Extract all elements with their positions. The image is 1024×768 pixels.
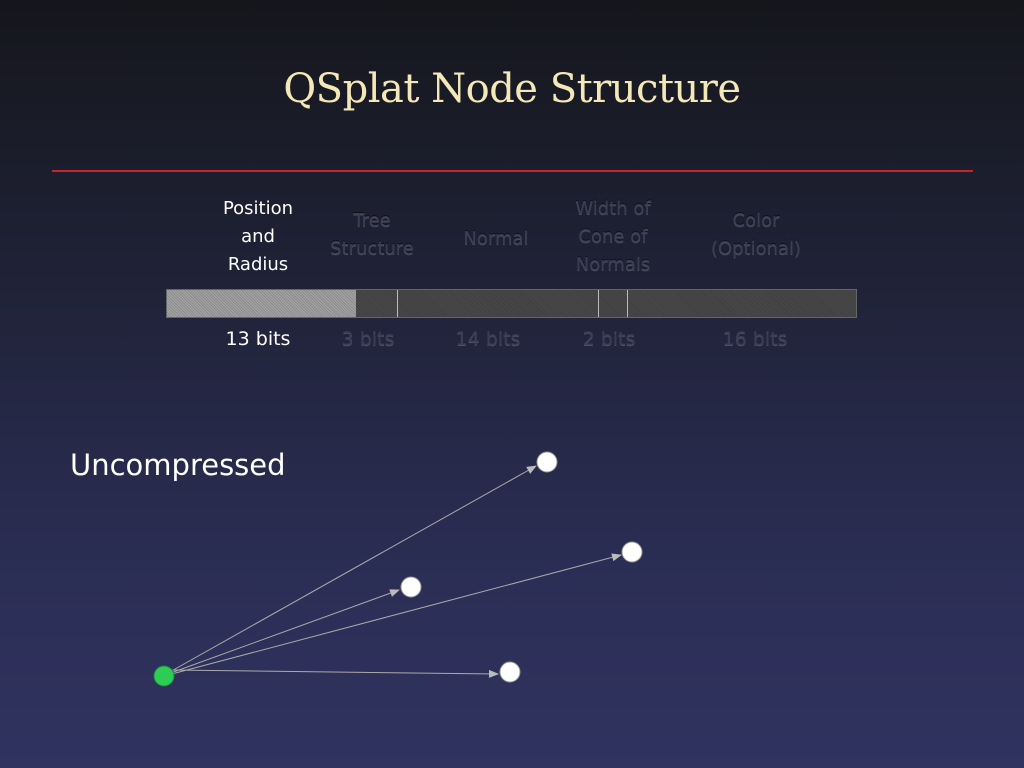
segment-divider [397,290,398,317]
bits-normal: 14 bits [455,328,521,350]
bits-cone-width: 2 bits [582,328,636,350]
field-label-normal: Normal [436,225,556,253]
pointer-arrow [167,589,400,675]
segment-position-radius [167,290,356,317]
bits-position-radius: 13 bits [225,328,291,350]
label-line: Width of [575,198,651,219]
title-divider [52,170,973,172]
field-label-position-radius: Position and Radius [198,195,318,279]
bits-tree-structure: 3 bits [341,328,395,350]
label-line: Cone of [578,226,648,247]
uncompressed-label: Uncompressed [70,448,286,482]
label-line: and [241,226,275,247]
segment-divider [627,290,628,317]
label-line: Structure [330,238,414,259]
field-label-cone-width: Width of Cone of Normals [553,195,673,279]
child-node [499,661,521,683]
child-node [621,541,643,563]
segment-divider [598,290,599,317]
node-bit-bar [166,289,857,318]
bits-color: 16 bits [722,328,788,350]
child-node [536,451,558,473]
label-line: (Optional) [710,238,802,259]
field-label-color: Color (Optional) [686,207,826,263]
pointer-arrow [169,669,499,678]
pointer-arrow [167,553,622,676]
label-line: Color [732,210,780,231]
label-line: Radius [227,254,289,275]
label-line: Tree [353,210,391,231]
label-line: Normals [575,254,651,275]
slide-title: QSplat Node Structure [283,66,741,112]
pointer-arrow [167,465,537,674]
label-line: Normal [463,228,529,249]
child-node [400,576,422,598]
field-label-tree-structure: Tree Structure [312,207,432,263]
root-node [153,665,175,687]
label-line: Position [222,198,294,219]
